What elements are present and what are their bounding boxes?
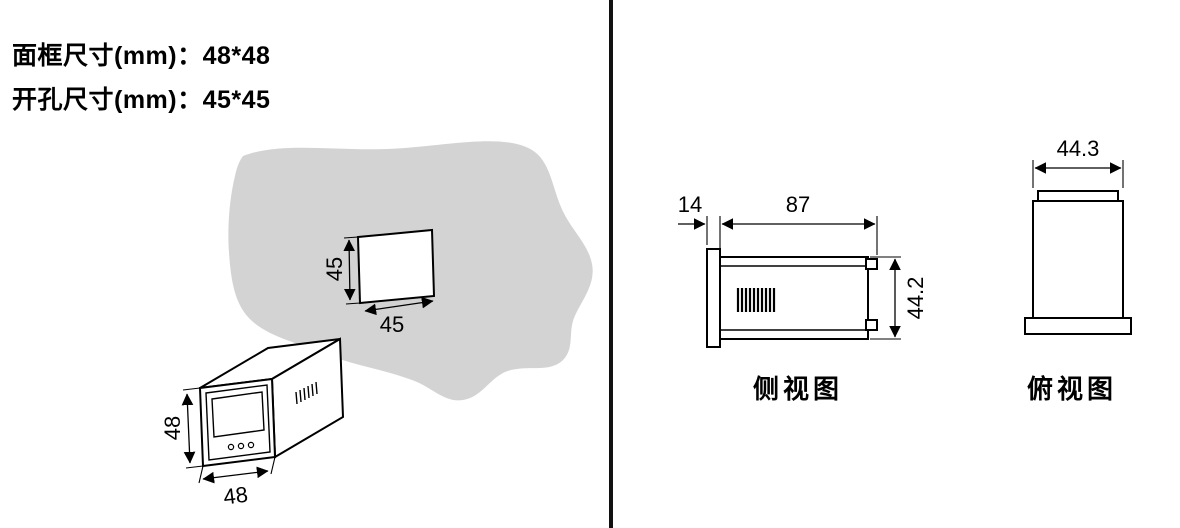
side-view-clip-bottom: [865, 319, 878, 331]
side-view-drawing: [706, 248, 878, 348]
meter-3d-view: [198, 337, 345, 468]
top-view-flange: [1024, 317, 1132, 335]
cutout-width-dimension: 45: [364, 296, 434, 337]
panel-frame-size-label: 面框尺寸(mm)：48*48: [12, 42, 271, 70]
side-view-flange-dimension: 14: [678, 192, 721, 253]
meter-vent-slits: [295, 381, 318, 405]
cutout-hole: [356, 228, 436, 305]
side-view-body: [719, 256, 869, 340]
side-view-depth-value: 87: [786, 192, 810, 217]
side-view-flange-value: 14: [678, 192, 702, 217]
top-view-drawing: [1024, 190, 1132, 335]
top-view-width-value: 44.3: [1057, 136, 1100, 161]
cutout-height-dimension: 45: [322, 236, 361, 305]
meter-width-dimension: 48: [198, 456, 276, 510]
meter-height-value: 48: [160, 416, 185, 440]
meter-front-bezel: [205, 384, 271, 461]
meter-buttons: [227, 441, 255, 451]
side-view-vent-slits: [736, 288, 776, 312]
cutout-width-value: 45: [380, 312, 404, 337]
top-view-caption: 俯视图: [1027, 374, 1117, 404]
top-view-width-dimension: 44.3: [1032, 136, 1124, 188]
side-view-clip-top: [865, 258, 878, 270]
cutout-size-label: 开孔尺寸(mm)：45*45: [12, 86, 271, 114]
meter-display-window: [211, 391, 265, 438]
cutout-height-value: 45: [322, 257, 347, 281]
side-view-height-value: 44.2: [903, 277, 928, 320]
side-view-height-dimension: 44.2: [870, 256, 928, 340]
top-view-body: [1032, 200, 1124, 319]
meter-width-value: 48: [222, 482, 249, 510]
top-view-lip: [1037, 190, 1119, 202]
side-view-bezel: [706, 248, 721, 348]
meter-height-dimension: 48: [160, 387, 204, 469]
side-view-depth-dimension: 87: [721, 192, 878, 255]
side-view-caption: 侧视图: [753, 374, 843, 404]
